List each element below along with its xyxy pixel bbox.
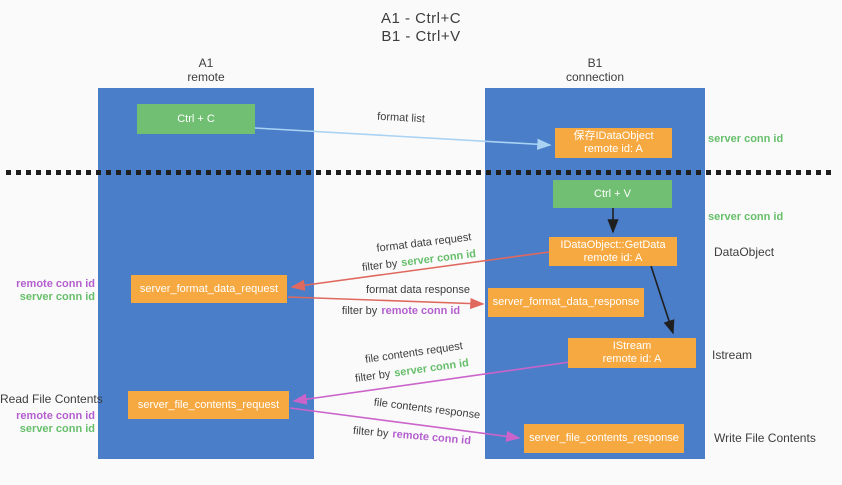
- save-idataobject-line2: remote id: A: [584, 143, 643, 155]
- save-idataobject-box: 保存IDataObject remote id: A: [555, 128, 672, 158]
- server-file-contents-request-label: server_file_contents_request: [137, 398, 280, 411]
- server-conn-id-annotation-left-top: server conn id: [19, 291, 95, 303]
- server-format-data-request-box: server_format_data_request: [131, 275, 287, 303]
- diagram-title: A1 - Ctrl+C B1 - Ctrl+V: [0, 10, 842, 46]
- filter-by-text: filter by: [341, 305, 378, 317]
- server-file-contents-request-box: server_file_contents_request: [128, 391, 289, 419]
- read-file-contents-annotation: Read File Contents: [0, 392, 103, 406]
- getdata-line2: remote id: A: [583, 251, 643, 264]
- dataobject-annotation: DataObject: [714, 245, 775, 259]
- lifeline-a1-header: A1 remote: [98, 56, 314, 84]
- lifeline-b1-header: B1 connection: [485, 56, 705, 84]
- remote-conn-id-annotation-top: remote conn id: [16, 278, 95, 290]
- server-format-data-request-label: server_format_data_request: [139, 282, 279, 295]
- remote-conn-id-text: remote conn id: [391, 428, 472, 448]
- format-data-response-label: format data response: [366, 284, 470, 296]
- session-divider-line: [6, 170, 836, 175]
- ctrl-v-label: Ctrl + V: [594, 187, 631, 200]
- istream-annotation: Istream: [712, 348, 753, 362]
- ctrl-c-box: Ctrl + C: [137, 104, 255, 134]
- server-conn-id-text: server conn id: [400, 248, 477, 270]
- format-list-label: format list: [376, 110, 426, 126]
- server-file-contents-response-label: server_file_contents_response: [529, 432, 679, 444]
- istream-box: IStream remote id: A: [568, 338, 696, 368]
- istream-line2: remote id: A: [602, 353, 662, 365]
- lifeline-b1-name: B1: [587, 56, 603, 70]
- server-conn-id-text: server conn id: [393, 357, 470, 380]
- lifeline-a1-role: remote: [187, 70, 225, 84]
- filter-by-text: filter by: [354, 368, 392, 385]
- filter-by-text: filter by: [361, 257, 399, 274]
- istream-line1: IStream: [612, 340, 652, 352]
- remote-conn-id-annotation-bottom: remote conn id: [16, 410, 95, 422]
- getdata-line1: IDataObject::GetData: [560, 238, 666, 251]
- ctrl-c-label: Ctrl + C: [177, 112, 215, 125]
- remote-conn-id-text: remote conn id: [381, 305, 461, 317]
- server-conn-id-annotation-top: server conn id: [708, 133, 784, 145]
- server-file-contents-response-box: server_file_contents_response: [524, 424, 684, 453]
- file-contents-response-label: file contents response: [373, 396, 481, 422]
- server-conn-id-annotation-mid: server conn id: [708, 211, 784, 223]
- save-idataobject-line1: 保存IDataObject: [573, 130, 654, 142]
- write-file-contents-annotation: Write File Contents: [714, 431, 816, 445]
- server-format-data-response-label: server_format_data_response: [492, 296, 640, 308]
- server-format-data-response-box: server_format_data_response: [488, 288, 644, 317]
- format-request-to-response-arrow: [287, 296, 485, 310]
- ctrl-v-box: Ctrl + V: [553, 180, 672, 208]
- filter-by-text: filter by: [352, 424, 389, 440]
- getdata-box: IDataObject::GetData remote id: A: [549, 237, 677, 266]
- lifeline-a1-name: A1: [198, 56, 214, 70]
- server-conn-id-annotation-left-bottom: server conn id: [19, 423, 95, 435]
- lifeline-b1-role: connection: [565, 70, 625, 84]
- title-line-a1: A1 - Ctrl+C: [380, 10, 462, 27]
- title-line-b1: B1 - Ctrl+V: [381, 28, 461, 45]
